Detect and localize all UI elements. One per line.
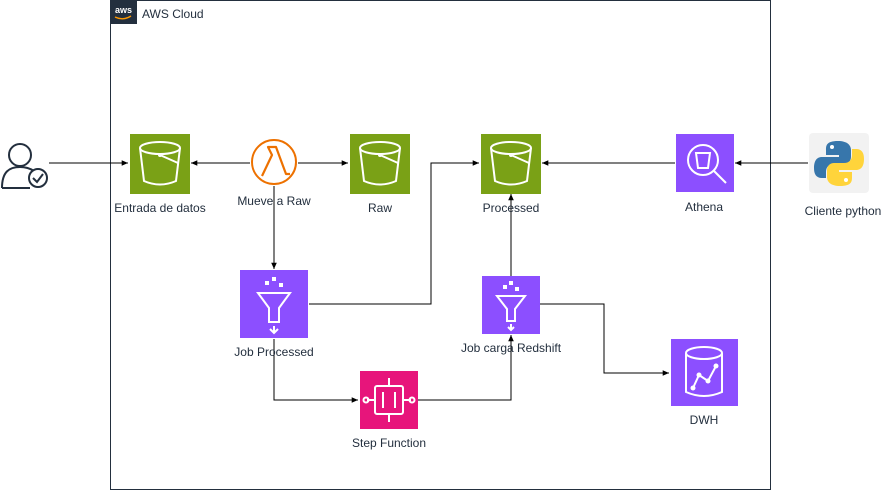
connectors xyxy=(49,160,808,403)
aws-smile-icon xyxy=(114,15,132,20)
athena-label: Athena xyxy=(684,200,724,214)
aws-logo-text: aws xyxy=(115,5,132,15)
dwh-label: DWH xyxy=(689,413,719,427)
aws-logo-icon xyxy=(110,0,137,24)
step-function-label: Step Function xyxy=(351,436,427,450)
job-redshift-glue-icon[interactable] xyxy=(482,276,540,334)
job-processed-glue-icon[interactable] xyxy=(240,270,308,338)
python-label: Cliente python xyxy=(804,204,882,218)
lambda-label: Mueve a Raw xyxy=(237,194,311,208)
lambda-icon[interactable] xyxy=(251,139,297,185)
athena-icon[interactable] xyxy=(676,134,734,192)
entrada-s3-icon[interactable] xyxy=(130,134,190,194)
python-logo-icon xyxy=(809,133,869,193)
processed-s3-icon[interactable] xyxy=(481,134,541,194)
job-redshift-label: Job carga Redshift xyxy=(460,341,562,355)
edge-jobredshift-to-dwh xyxy=(540,303,669,376)
edge-stepfunction-to-jobredshift xyxy=(418,335,514,401)
edge-jobprocessed-to-stepfunction xyxy=(273,339,358,403)
job-processed-label: Job Processed xyxy=(234,345,314,359)
edge-jobprocessed-to-processed xyxy=(309,160,479,305)
step-functions-icon[interactable] xyxy=(360,371,418,429)
redshift-dwh-icon[interactable] xyxy=(671,339,738,406)
raw-s3-icon[interactable] xyxy=(350,134,410,194)
aws-cloud-title: AWS Cloud xyxy=(142,7,204,21)
aws-cloud-group: aws xyxy=(110,0,771,490)
raw-label: Raw xyxy=(367,201,393,215)
processed-label: Processed xyxy=(482,201,540,215)
user-check-icon xyxy=(1,143,48,189)
entrada-label: Entrada de datos xyxy=(114,201,206,215)
